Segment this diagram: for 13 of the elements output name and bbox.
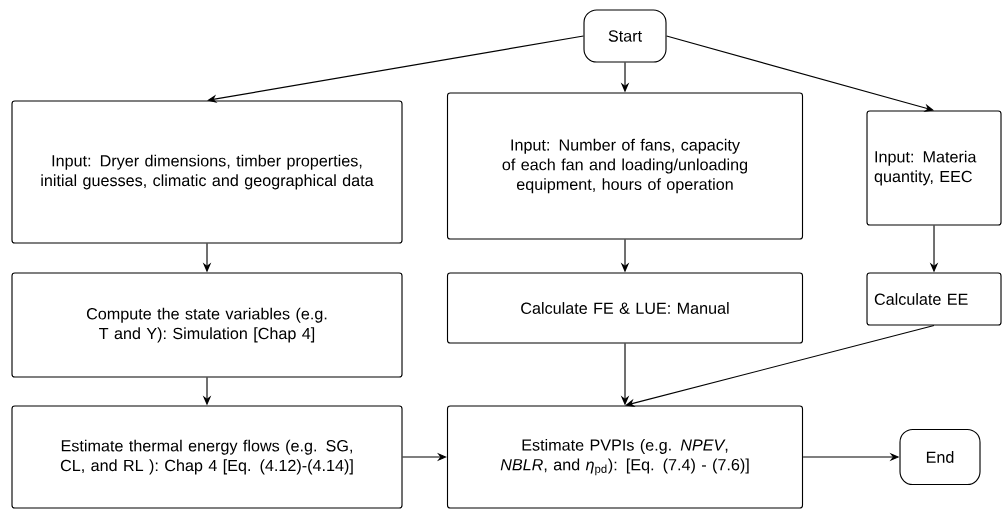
process-box: Input: Materia quantity, EEC bbox=[866, 110, 1002, 226]
process-box: Input: Dryer dimensions, timber properties, initial guesses, climatic and geographical data bbox=[11, 100, 403, 244]
arrow bbox=[666, 35, 934, 112]
process-box: Input: Number of fans, capacity of each fan and loading/unloading equipment, hours of operation bbox=[446, 92, 804, 240]
process-box: Estimate PVPIs (e.g. NPEV, NBLR, and η$_{pd}$): [Eq. (7.4) - (7.6)] bbox=[446, 405, 804, 509]
arrow bbox=[625, 325, 935, 408]
process-box: Calculate FE & LUE: Manual bbox=[446, 272, 804, 344]
terminal-box: End bbox=[899, 428, 981, 486]
process-box: Calculate EE bbox=[866, 272, 1002, 326]
process-box: Compute the state variables (e.g. T and Y): Simulation [Chap 4] bbox=[11, 272, 403, 378]
process-box: Estimate thermal energy flows (e.g. SG, CL, and RL ): Chap 4 [Eq. (4.12)-(4.14)] bbox=[11, 405, 403, 509]
terminal-box: Start bbox=[583, 9, 667, 63]
arrow bbox=[207, 35, 584, 103]
